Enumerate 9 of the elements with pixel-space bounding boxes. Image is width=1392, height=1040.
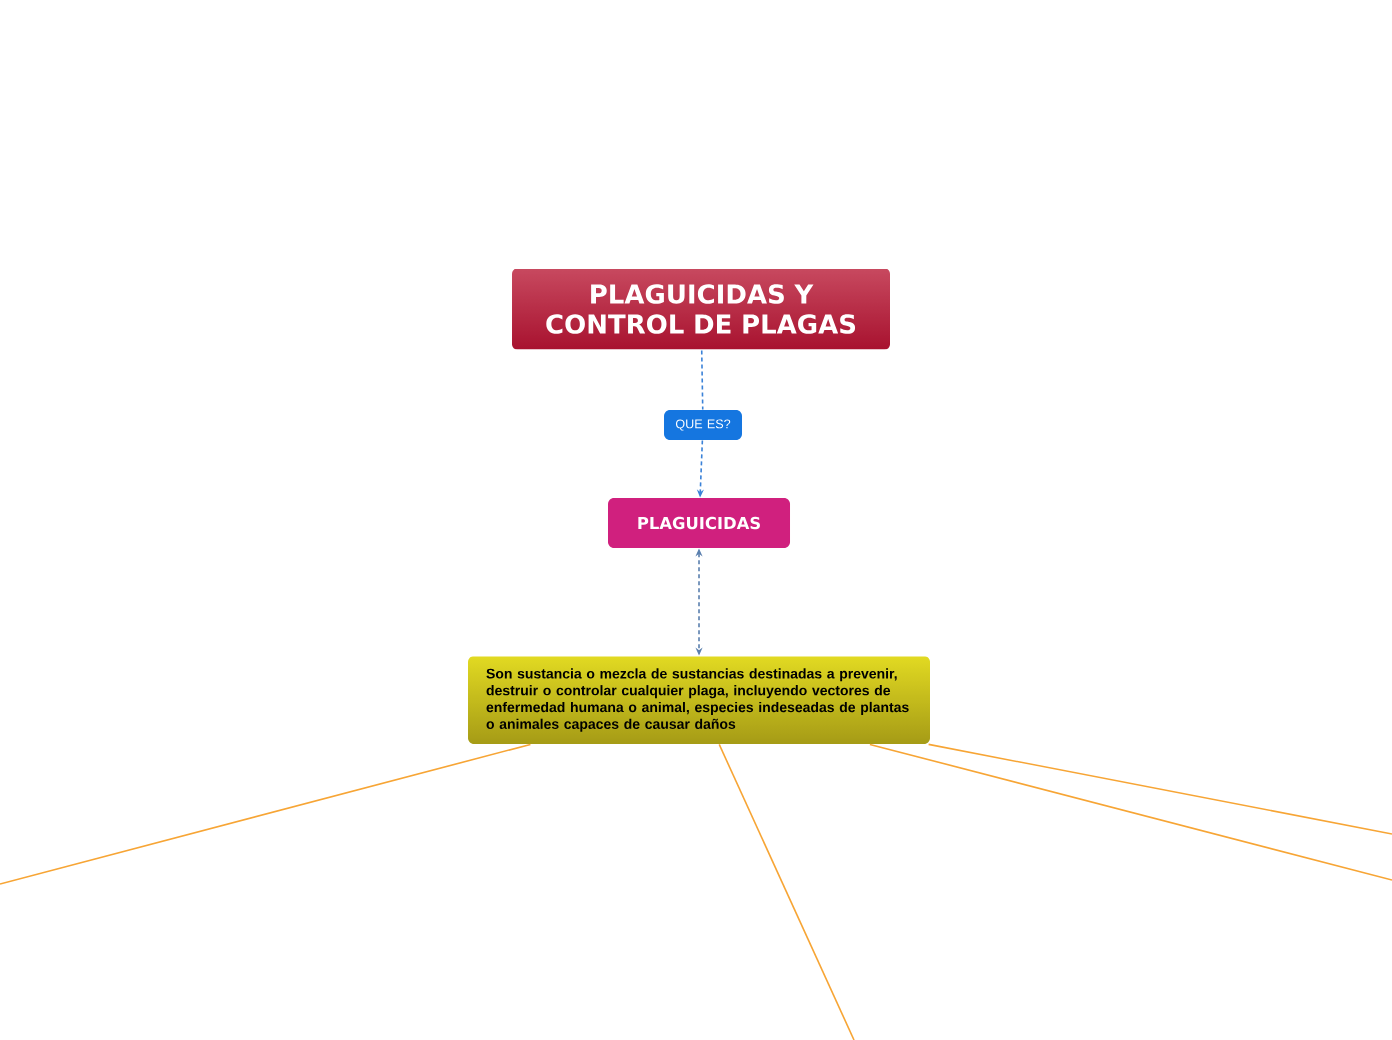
title: PLAGUICIDAS Y CONTROL DE PLAGAS [546, 284, 856, 334]
branch-line [718, 743, 855, 1040]
question-tag [664, 410, 742, 440]
branch-line [927, 743, 1392, 835]
branch-line [869, 743, 1392, 881]
connector-line [700, 349, 704, 411]
branch-line [0, 743, 532, 885]
topic-box [608, 498, 790, 548]
topic-label: PLAGUICIDAS [638, 516, 760, 530]
